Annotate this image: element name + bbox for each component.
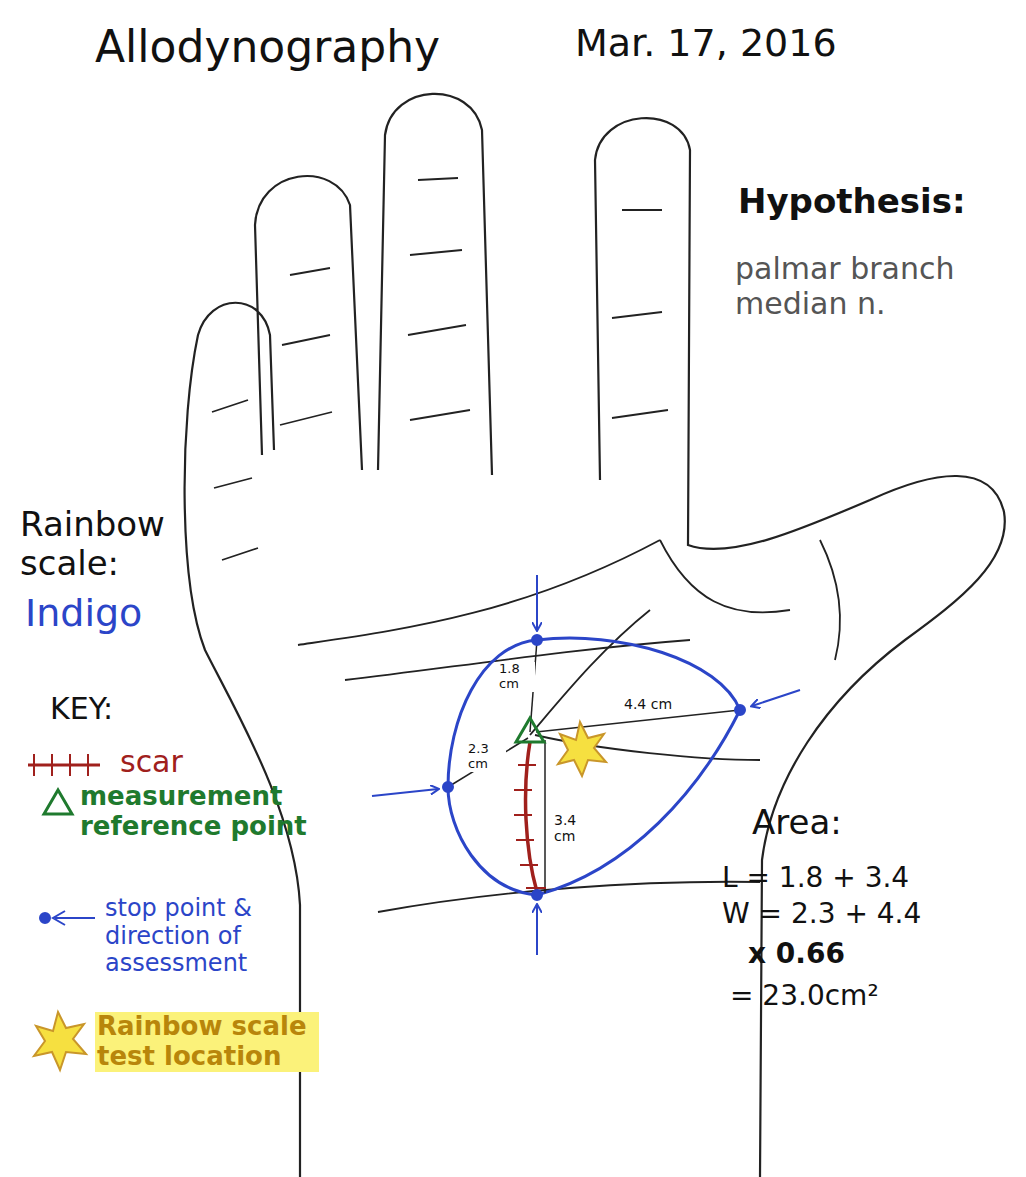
dimension: 2.3 cm xyxy=(466,742,506,772)
hypothesis-heading: Hypothesis: xyxy=(738,182,1018,221)
allodynia-region xyxy=(448,638,740,895)
legend-scar-sample xyxy=(28,754,100,776)
key-heading: KEY: xyxy=(50,692,170,727)
dimension: 3.4 cm xyxy=(552,812,590,844)
legend-stop-sample xyxy=(40,911,95,925)
date: Mar. 17, 2016 xyxy=(575,22,905,66)
area-result: = 23.0cm² xyxy=(730,980,990,1012)
finger-creases xyxy=(212,178,668,560)
palm-creases xyxy=(298,540,840,912)
area-formula: W = 2.3 + 4.4 xyxy=(722,898,1012,930)
area-heading: Area: xyxy=(752,803,902,842)
dimension: 4.4 cm xyxy=(622,696,696,712)
legend-text: Rainbow scale test location xyxy=(95,1012,319,1072)
legend-triangle-sample xyxy=(44,790,72,814)
area-formula: x 0.66 xyxy=(748,938,948,970)
scar xyxy=(514,742,546,892)
legend-star-sample xyxy=(34,1012,86,1070)
measurement-lines xyxy=(448,640,740,893)
scale-value: Indigo xyxy=(25,592,205,636)
title: Allodynography xyxy=(95,22,515,73)
test-star xyxy=(558,722,606,776)
legend-text: scar xyxy=(120,745,240,780)
legend-text: stop point & direction of assessment xyxy=(105,895,335,978)
scale-heading: Rainbow scale: xyxy=(20,505,200,583)
reference-triangle xyxy=(516,718,544,742)
area-formula: L = 1.8 + 3.4 xyxy=(722,862,1012,894)
hypothesis-text: palmar branch median n. xyxy=(735,252,975,321)
legend-text: measurement reference point xyxy=(80,782,310,842)
dimension: 1.8 cm xyxy=(497,662,535,692)
